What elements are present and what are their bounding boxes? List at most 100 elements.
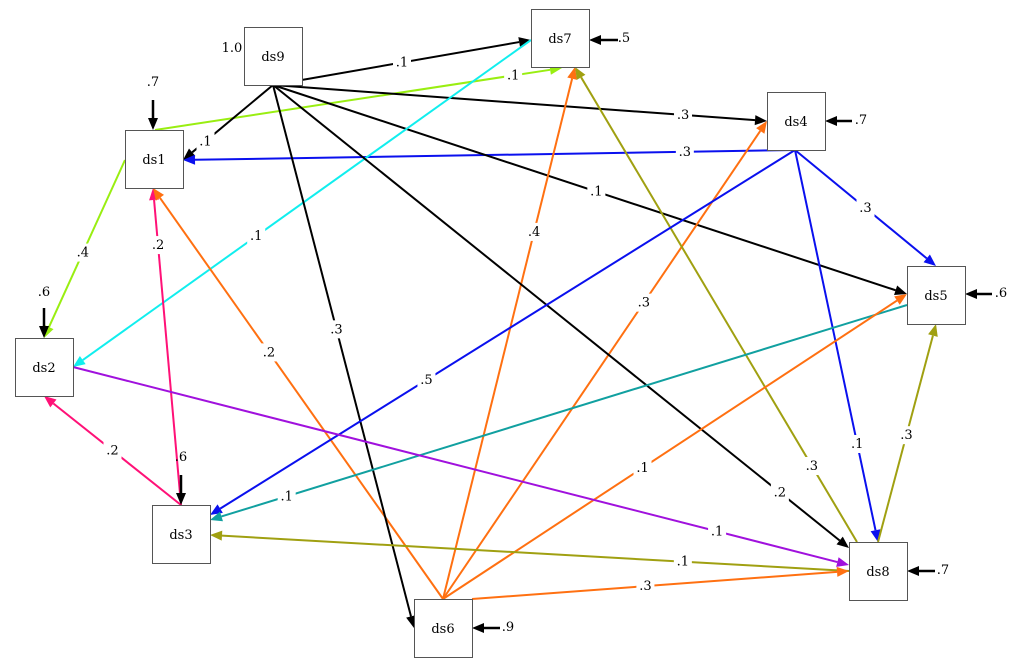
arrowhead-icon (894, 285, 907, 295)
edge-ds4-to-ds3: .5 (210, 149, 796, 515)
edge-line (221, 534, 850, 572)
arrowhead-icon (210, 530, 223, 541)
node-box[interactable] (414, 599, 473, 658)
edge-label-bg (103, 441, 122, 460)
edge-coefficient-label: .1 (199, 134, 211, 149)
edge-line (442, 299, 898, 600)
edge-label-bg (149, 236, 168, 255)
node-ds5[interactable]: ds5 (907, 266, 966, 325)
error-arrowhead-icon (965, 289, 977, 299)
edge-ds3-to-ds2: .2 (44, 396, 182, 506)
node-ds2[interactable]: ds2 (15, 338, 74, 397)
arrowhead-icon (183, 148, 196, 160)
edge-label-bg (708, 522, 727, 541)
edge-coefficient-label: .3 (638, 296, 650, 311)
edge-label-bg (848, 435, 867, 453)
node-label: ds5 (924, 289, 947, 304)
edge-line (219, 149, 796, 510)
edge-label-bg (770, 483, 789, 502)
node-ds9[interactable]: ds9 (244, 27, 303, 86)
error-term-ds7: .5 (589, 31, 630, 46)
edge-label-bg (897, 426, 916, 445)
arrowhead-icon (756, 121, 767, 134)
edge-coefficient-label: .1 (250, 229, 262, 244)
arrowhead-icon (567, 67, 577, 80)
edge-ds1-to-ds2: .4 (44, 159, 126, 338)
edge-ds6-to-ds8: .3 (471, 566, 849, 600)
edge-ds2-to-ds8: .1 (72, 366, 849, 567)
edge-label-bg (277, 487, 296, 506)
arrowhead-icon (44, 396, 57, 408)
error-arrowhead-icon (472, 623, 484, 633)
node-box[interactable] (849, 542, 908, 601)
edge-coefficient-label: .1 (590, 185, 602, 200)
node-box[interactable] (15, 338, 74, 397)
edge-line (471, 570, 838, 600)
node-box[interactable] (125, 130, 184, 189)
edge-coefficient-label: .2 (774, 485, 786, 500)
edge-coefficient-label: .4 (77, 246, 89, 261)
edge-coefficient-label: .1 (396, 56, 408, 71)
edge-ds1-to-ds7: .1 (154, 64, 562, 131)
node-label: ds2 (32, 361, 55, 376)
node-box[interactable] (907, 266, 966, 325)
edge-coefficient-label: .3 (900, 428, 912, 443)
node-ds7[interactable]: ds7 (531, 9, 590, 68)
error-term-ds5: .6 (965, 286, 1007, 301)
edge-ds9-to-ds1: .1 (183, 84, 274, 160)
edge-coefficient-label: .3 (330, 322, 342, 337)
edge-ds6-to-ds4: .3 (442, 121, 767, 600)
node-ds4[interactable]: ds4 (767, 92, 826, 151)
edge-ds5-to-ds3: .1 (210, 304, 908, 522)
edge-ds6-to-ds5: .1 (442, 294, 907, 600)
edge-coefficient-label: .1 (280, 489, 292, 504)
edge-label-bg (634, 293, 653, 312)
node-ds1[interactable]: ds1 (125, 130, 184, 189)
arrowhead-icon (518, 37, 531, 47)
arrowhead-icon (153, 188, 165, 201)
edge-line (272, 84, 896, 292)
edge-coefficient-label: .3 (639, 579, 651, 594)
edge-line (82, 39, 532, 361)
edge-coefficient-label: .3 (679, 145, 691, 160)
node-label: ds8 (866, 565, 889, 580)
node-box[interactable] (767, 92, 826, 151)
node-ds6[interactable]: ds6 (414, 599, 473, 658)
arrowhead-icon (210, 504, 223, 515)
node-box[interactable] (244, 27, 303, 86)
edges-layer: .1.1.1.3.3.1.1.3.4.2.2.3.4.3.3.2.5.1.1.1… (44, 37, 938, 628)
node-ds3[interactable]: ds3 (152, 505, 211, 564)
arrowhead-icon (836, 536, 849, 548)
error-arrowhead-icon (825, 116, 837, 126)
error-term-ds3: .6 (175, 450, 187, 505)
error-variance-label: .7 (855, 113, 867, 128)
edge-coefficient-label: .2 (152, 238, 164, 253)
edge-ds7-to-ds2: .1 (73, 39, 532, 367)
node-label: ds4 (784, 115, 807, 130)
arrowhead-icon (210, 511, 223, 522)
edge-label-bg (636, 577, 655, 596)
edge-coefficient-label: .3 (677, 108, 689, 123)
node-ds8[interactable]: ds8 (849, 542, 908, 601)
arrowhead-icon (406, 615, 416, 628)
edge-coefficient-label: .1 (636, 461, 648, 476)
arrowhead-icon (894, 294, 907, 305)
edge-ds9-to-ds5: .1 (272, 84, 907, 295)
edge-label-bg (393, 53, 411, 72)
arrowhead-icon (836, 557, 849, 567)
edge-line (442, 130, 762, 600)
error-variance-label: .9 (502, 620, 514, 635)
node-box[interactable] (152, 505, 211, 564)
error-variance-label: .5 (618, 31, 630, 46)
error-arrowhead-icon (148, 118, 158, 130)
error-term-ds6: .9 (472, 620, 514, 635)
edge-line (154, 68, 551, 131)
edge-ds9-to-ds4: .3 (272, 84, 767, 126)
edge-line (159, 197, 444, 600)
edge-ds9-to-ds7: .1 (272, 37, 531, 86)
nodes-layer: ds9 ds7 ds4 ds1 ds5 ds2 ds3 ds8 ds6 (15, 9, 966, 658)
edge-line (221, 304, 908, 518)
edge-label-bg (73, 243, 92, 262)
node-box[interactable] (531, 9, 590, 68)
